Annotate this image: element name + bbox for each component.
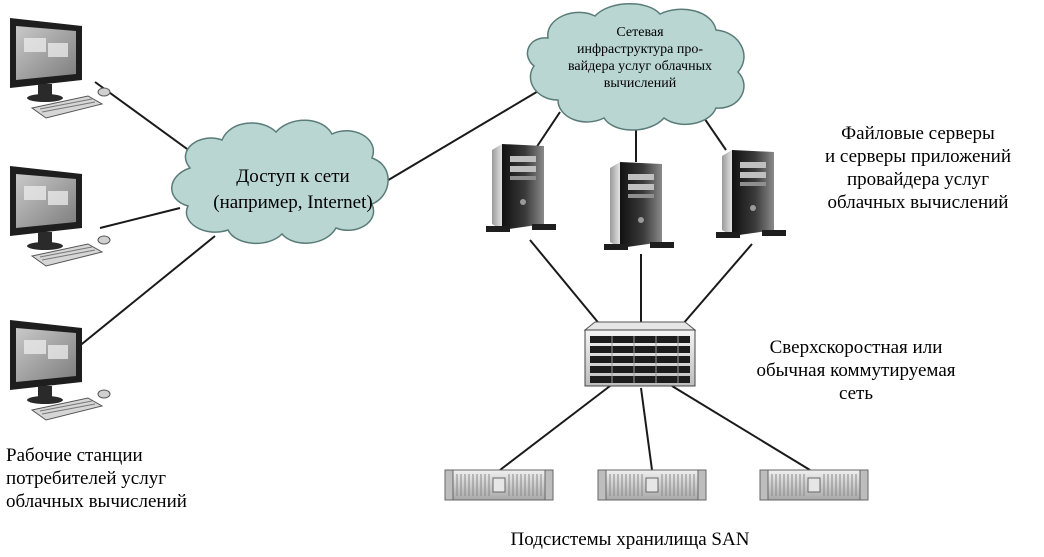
storage-label-line1: Подсистемы хранилища SAN: [510, 529, 750, 550]
network-switch: [583, 321, 697, 387]
servers-label: Файловые серверы и серверы приложений пр…: [798, 122, 1038, 214]
switch-label-line2: обычная коммутируемая: [756, 360, 956, 381]
link-ws3-access: [71, 235, 216, 353]
workstation-2: [9, 165, 111, 267]
link-switch-storage1: [499, 385, 611, 471]
cloud-access-shape: [171, 119, 389, 245]
server-tower-3: [716, 150, 786, 238]
workstations-label-line2: потребителей услуг: [6, 468, 166, 489]
cloud-provider-label: Сетевая инфраструктура про- вайдера услу…: [548, 24, 732, 92]
link-provider-server1: [535, 111, 561, 149]
cloud-provider-line4: вычислений: [603, 76, 677, 91]
switch-label-line1: Сверхскоростная или: [769, 337, 943, 358]
cloud-provider-line1: Сетевая: [616, 25, 664, 40]
cloud-network-access: [171, 119, 389, 245]
link-ws2-access: [99, 207, 181, 229]
link-switch-storage3: [671, 385, 811, 471]
link-switch-storage2: [640, 387, 653, 471]
storage-rack-3: [759, 469, 869, 501]
workstations-label-line1: Рабочие станции: [6, 445, 143, 466]
servers-label-line4: облачных вычислений: [827, 192, 1009, 213]
cloud-provider-shape: [526, 3, 745, 131]
workstation-1: [9, 17, 111, 119]
storage-rack-1: [444, 469, 554, 501]
cloud-access-label: Доступ к сети (например, Internet): [198, 164, 388, 216]
link-access-provider: [384, 89, 541, 183]
cloud-provider-line2: инфраструктура про-: [576, 42, 703, 57]
server-tower-2: [604, 162, 674, 250]
switch-label-line3: сеть: [838, 383, 874, 404]
server-tower-1: [486, 144, 556, 232]
servers-label-line1: Файловые серверы: [841, 123, 995, 144]
servers-label-line2: и серверы приложений: [825, 146, 1011, 167]
workstations-label-line3: облачных вычислений: [6, 491, 187, 512]
cloud-provider-line3: вайдера услуг облачных: [568, 59, 712, 74]
cloud-provider-infrastructure: [526, 3, 745, 131]
switch-label: Сверхскоростная или обычная коммутируема…: [732, 336, 980, 405]
link-server3-switch: [675, 243, 753, 333]
cloud-access-line2: (например, Internet): [213, 192, 373, 213]
link-server1-switch: [529, 239, 607, 333]
servers-label-line3: провайдера услуг: [847, 169, 989, 190]
workstations-label: Рабочие станции потребителей услуг облач…: [6, 444, 256, 513]
workstation-3: [9, 319, 111, 421]
link-ws1-access: [94, 81, 206, 163]
cloud-access-line1: Доступ к сети: [236, 166, 350, 187]
storage-rack-2: [597, 469, 707, 501]
storage-label: Подсистемы хранилища SAN: [480, 528, 780, 551]
connections: [71, 81, 811, 471]
